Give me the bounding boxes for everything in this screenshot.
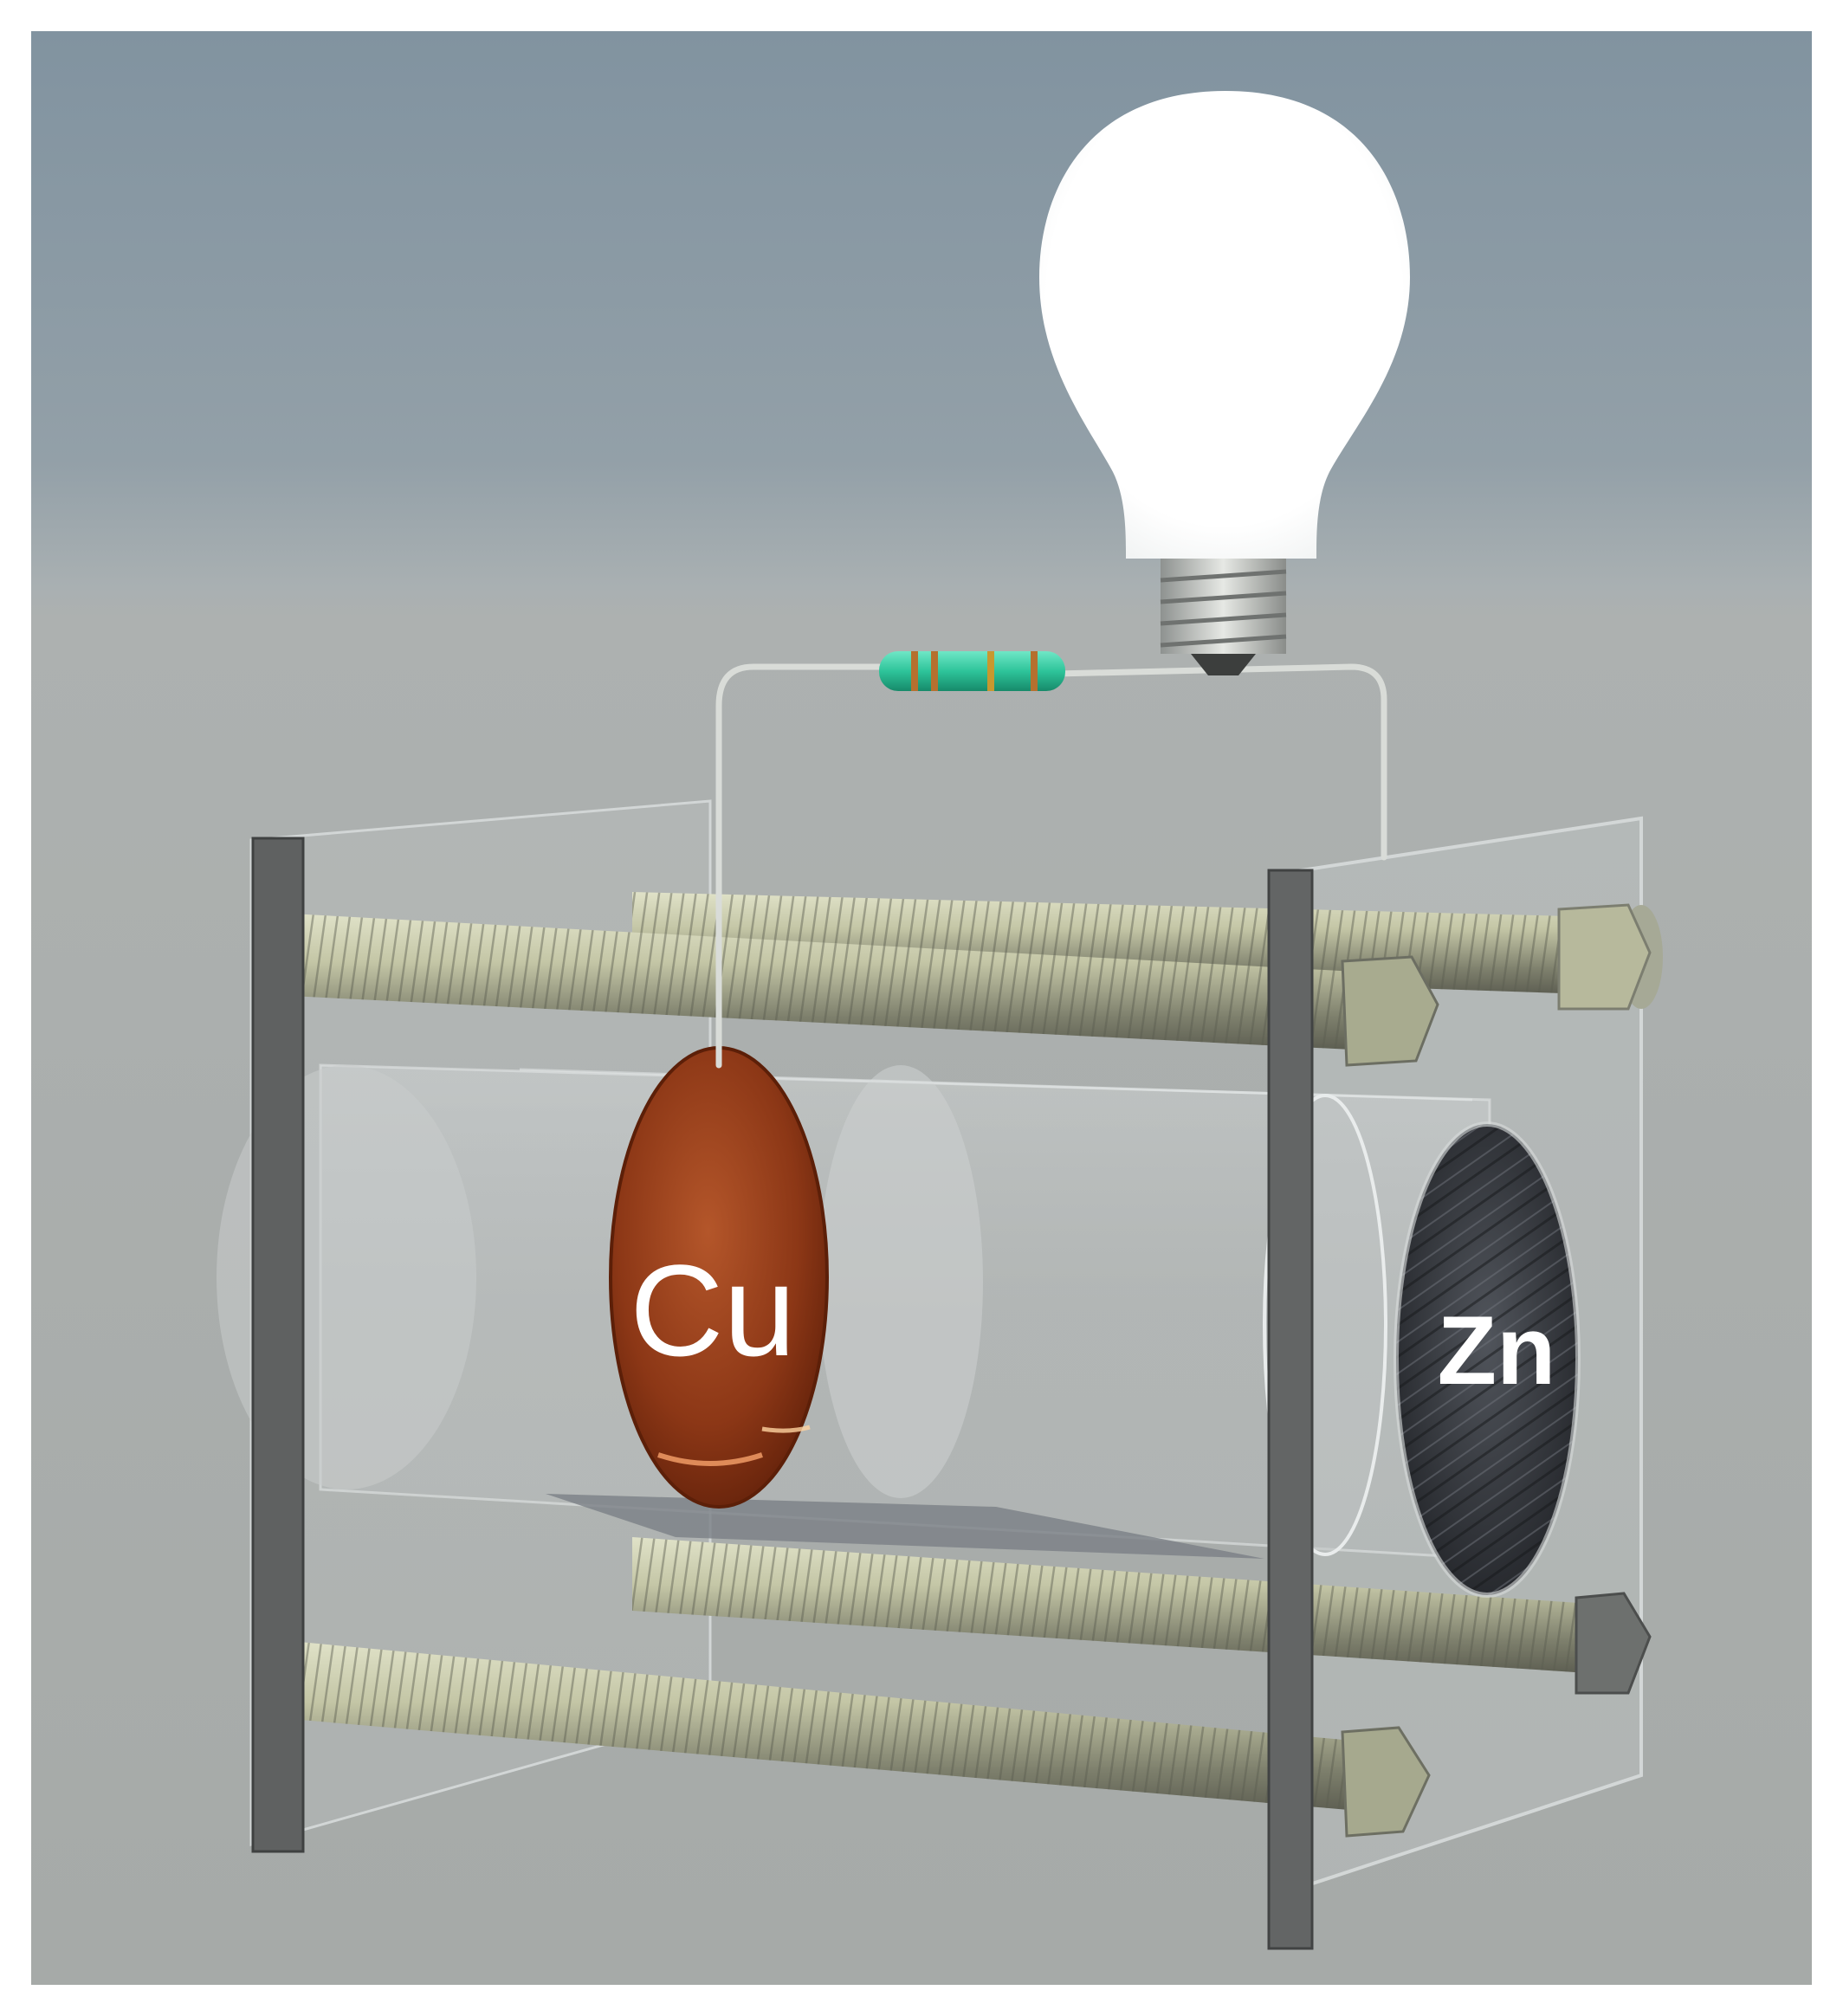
threaded-rod-icon-front-top [290,914,1439,1067]
copper-base-strip [546,1494,1264,1559]
left-plate-edge [251,837,305,1853]
light-bulb-icon [1039,91,1410,675]
circuit-wires [715,663,1387,1069]
copper-electrode: Cu [609,1046,829,1509]
zinc-label: Zn [1438,1296,1556,1405]
right-plate-edge [1267,869,1314,1950]
threaded-rod-icon-back-bottom [632,1537,1652,1695]
copper-label: Cu [630,1237,796,1383]
resistor-icon [879,651,1065,691]
threaded-rod-icon-front-bottom [290,1641,1431,1838]
zinc-electrode: Zn [1394,1121,1581,1598]
